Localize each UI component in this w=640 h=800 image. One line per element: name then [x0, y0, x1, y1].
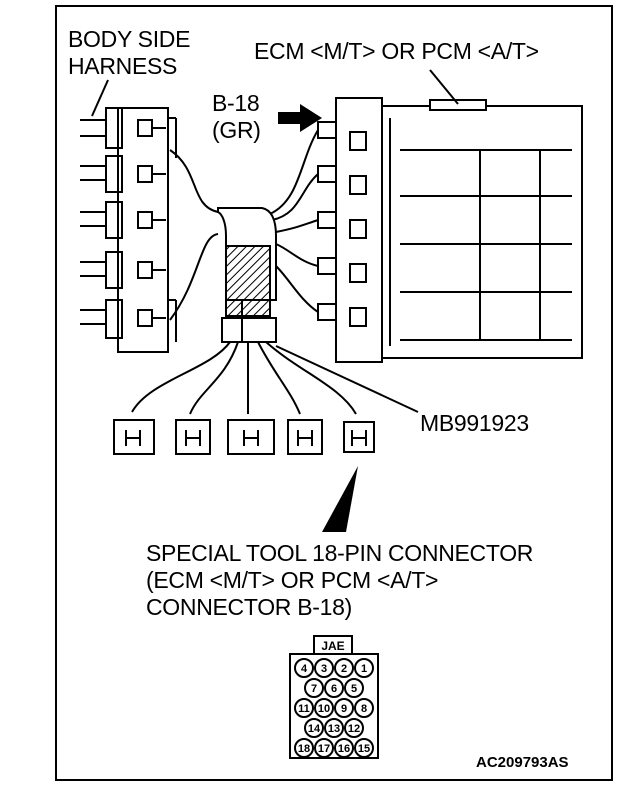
pin-4	[294, 658, 314, 678]
b18-connector-label: B-18 (GR)	[212, 90, 261, 143]
pin-label-15: 15	[358, 743, 370, 755]
pin-label-2: 2	[341, 663, 347, 675]
pin-label-9: 9	[341, 703, 347, 715]
body-side-harness	[80, 107, 177, 353]
tool-part-number: MB991923	[420, 410, 529, 436]
pin-17	[314, 738, 334, 758]
pin-18	[294, 738, 314, 758]
b18-arrow	[278, 104, 322, 132]
tool-harness	[131, 129, 419, 415]
pin-label-13: 13	[328, 723, 340, 735]
pin-label-1: 1	[361, 663, 367, 675]
pin-label-5: 5	[351, 683, 357, 695]
body-connector-row-3	[80, 201, 166, 239]
pin-7	[304, 678, 324, 698]
pin-2	[334, 658, 354, 678]
special-tool-pointer	[322, 466, 358, 532]
connector-key-label: JAE	[321, 639, 344, 653]
pin-label-10: 10	[318, 703, 330, 715]
pin-label-12: 12	[348, 723, 360, 735]
pin-label-4: 4	[301, 663, 308, 675]
pin-label-16: 16	[338, 743, 350, 755]
body-connector-row-4	[80, 251, 166, 289]
pin-1	[354, 658, 374, 678]
body-connector-row-5	[80, 299, 166, 339]
pin-12	[344, 718, 364, 738]
pin-10	[314, 698, 334, 718]
pin-6	[324, 678, 344, 698]
pin-5	[344, 678, 364, 698]
pin-label-11: 11	[298, 703, 310, 715]
pin-14	[304, 718, 324, 738]
ecm-pcm-unit	[317, 97, 583, 363]
figure-reference: AC209793AS	[476, 754, 569, 771]
body-connector-row-2	[80, 155, 166, 193]
pin-9	[334, 698, 354, 718]
pin-11	[294, 698, 314, 718]
pin-label-8: 8	[361, 703, 367, 715]
body-connector-row-1	[80, 107, 166, 149]
pin-8	[354, 698, 374, 718]
pin-3	[314, 658, 334, 678]
pin-label-7: 7	[311, 683, 317, 695]
special-tool-caption: SPECIAL TOOL 18-PIN CONNECTOR (ECM <M/T>…	[146, 540, 534, 620]
figure-frame	[55, 5, 613, 781]
pin-label-17: 17	[318, 743, 330, 755]
pin-label-14: 14	[308, 723, 321, 735]
pin-13	[324, 718, 344, 738]
pin-label-3: 3	[321, 663, 327, 675]
body-side-leader	[91, 79, 109, 117]
body-side-harness-label: BODY SIDE HARNESS	[68, 26, 191, 79]
pin-label-6: 6	[331, 683, 337, 695]
pin-16	[334, 738, 354, 758]
pin-label-18: 18	[298, 743, 310, 755]
pin-15	[354, 738, 374, 758]
ecm-pcm-label: ECM <M/T> OR PCM <A/T>	[254, 38, 539, 64]
ecm-leader	[429, 69, 459, 105]
